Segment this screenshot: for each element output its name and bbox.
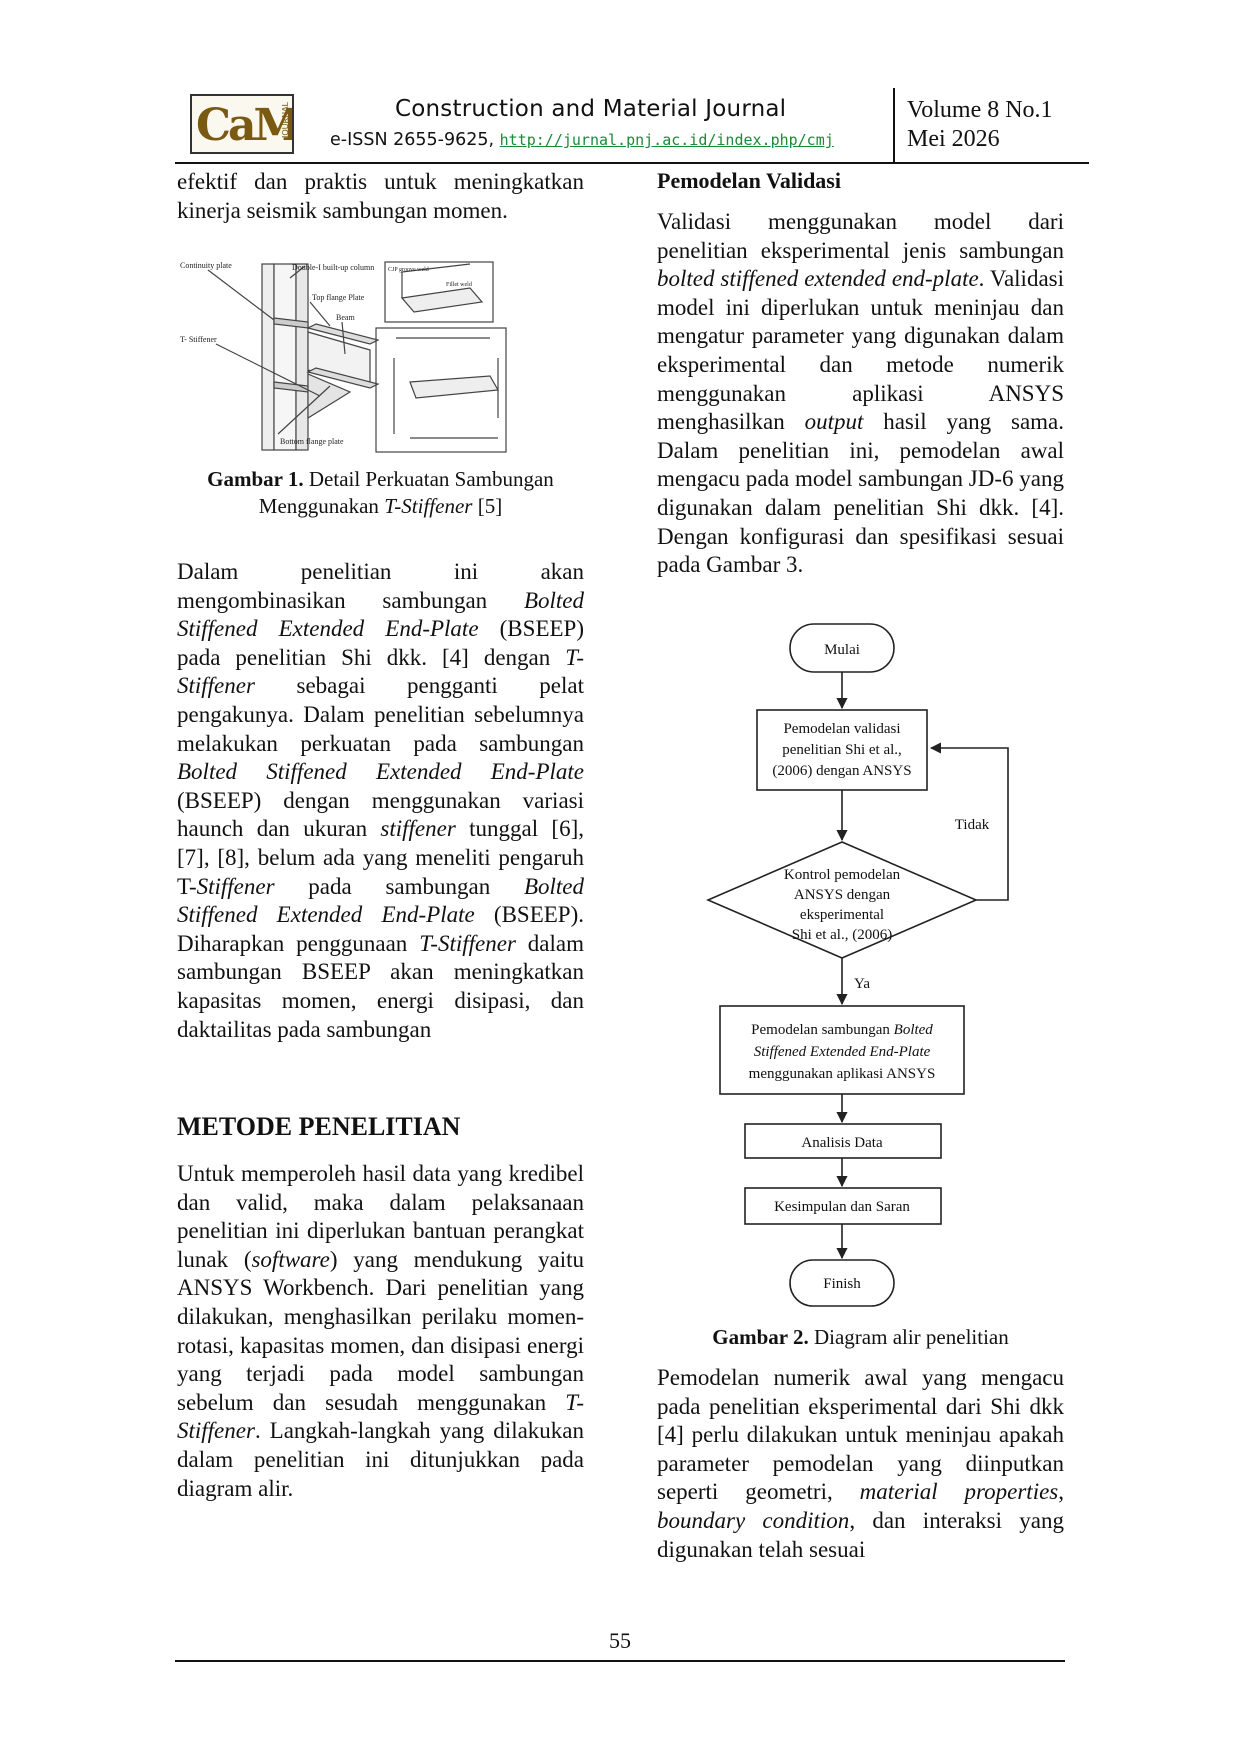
dimension-detail-box xyxy=(375,327,507,453)
fig1-label-cjp-groove: CJP groove weld xyxy=(388,267,429,273)
t-stiffener xyxy=(307,373,352,420)
fig1-label-beam: Beam xyxy=(336,313,355,322)
journal-title: Construction and Material Journal xyxy=(395,96,787,122)
column-flange-left xyxy=(261,263,275,451)
header-divider xyxy=(893,88,895,162)
flow-yes-label: Ya xyxy=(854,976,870,992)
body-paragraph-bseep: Dalam penelitian ini akan mengombinasika… xyxy=(177,559,584,1042)
flow-step2-line1: Pemodelan sambungan Bolted xyxy=(751,1022,933,1038)
flow-decision-line3: eksperimental xyxy=(800,907,884,923)
footer-rule xyxy=(175,1660,1065,1662)
fig1-label-fillet-weld: Fillet weld xyxy=(446,282,472,288)
volume-number: Volume 8 No.1 xyxy=(907,97,1053,123)
figure-1-connection-detail: Double-I built-up column Continuity plat… xyxy=(180,261,507,453)
fig1-label-top-flange: Top flange Plate xyxy=(312,293,365,302)
leader-line xyxy=(215,343,321,397)
flow-step-validation-model xyxy=(756,709,928,791)
body-paragraph-validasi: Validasi menggunakan model dari peneliti… xyxy=(657,209,1064,578)
fig1-label-t-stiffener: T- Stiffener xyxy=(180,335,217,344)
fig1-label-bottom-flange: Bottom flange plate xyxy=(280,437,344,446)
flow-end-terminal xyxy=(789,1259,895,1307)
continuity-plate xyxy=(273,317,309,329)
logo-text: CaM xyxy=(196,100,294,151)
body-paragraph-numerik: Pemodelan numerik awal yang mengacu pada… xyxy=(657,1365,1064,1562)
weld-detail-box xyxy=(384,261,494,323)
flow-step-conclusion xyxy=(744,1187,942,1225)
section-heading-metode: METODE PENELITIAN xyxy=(177,1112,461,1141)
flow-step1-line2: penelitian Shi et al., xyxy=(782,742,902,758)
flow-decision-line4: Shi et al., (2006) xyxy=(792,927,892,943)
flow-step3-label: Analisis Data xyxy=(801,1135,883,1151)
flow-decision-line1: Kontrol pemodelan xyxy=(784,867,901,883)
volume-info: Volume 8 No.1 Mei 2026 xyxy=(907,96,1053,154)
leader-line xyxy=(289,265,306,279)
figure-2-caption: Gambar 2. Diagram alir penelitian xyxy=(712,1325,1009,1349)
flow-decision-line2: ANSYS dengan xyxy=(794,887,891,903)
subsection-heading-validasi: Pemodelan Validasi xyxy=(657,168,841,193)
bottom-flange-plate xyxy=(306,367,380,389)
weld-plate-edge xyxy=(401,263,471,273)
flow-step2-line3: menggunakan aplikasi ANSYS xyxy=(749,1066,936,1082)
leader-line xyxy=(309,301,331,327)
journal-logo: CaM JOURNAL xyxy=(190,94,294,154)
fig1-label-continuity-plate: Continuity plate xyxy=(180,261,232,270)
intro-paragraph: efektif dan praktis untuk meningkatkan k… xyxy=(177,169,584,223)
leader-line xyxy=(341,321,346,355)
fig1-label-double-column: Double-I built-up column xyxy=(292,263,374,272)
issn-line: e-ISSN 2655-9625, http://jurnal.pnj.ac.i… xyxy=(330,130,834,150)
flow-end-label: Finish xyxy=(823,1276,861,1292)
flow-step2-line2: Stiffened Extended End-Plate xyxy=(754,1044,931,1060)
flow-step-data-analysis xyxy=(744,1123,942,1159)
flow-step1-line1: Pemodelan validasi xyxy=(783,721,900,737)
body-paragraph-metode: Untuk memperoleh hasil data yang kredibe… xyxy=(177,1161,584,1501)
page-number: 55 xyxy=(609,1628,631,1653)
weld-plate-shape xyxy=(400,287,484,313)
fig1-caption-label: Gambar 1. xyxy=(207,467,304,491)
flow-step-bseep-model xyxy=(719,1005,965,1095)
flow-step4-label: Kesimpulan dan Saran xyxy=(774,1199,910,1215)
logo-subtext: JOURNAL xyxy=(281,102,290,138)
figure-1-caption: Gambar 1. Detail Perkuatan Sambungan Men… xyxy=(207,467,554,518)
header-rule xyxy=(175,162,1089,164)
column-web xyxy=(273,263,297,451)
flow-step1-line3: (2006) dengan ANSYS xyxy=(772,763,911,779)
flow-arrow-no-loop xyxy=(929,742,1009,901)
flow-start-label: Mulai xyxy=(824,642,860,658)
dimension-plate-shape xyxy=(409,375,499,399)
leader-line xyxy=(277,385,331,435)
column-flange-right xyxy=(295,263,309,451)
fig2-caption-label: Gambar 2. xyxy=(712,1325,809,1349)
issn: e-ISSN 2655-9625, xyxy=(330,130,495,150)
leader-line xyxy=(207,269,275,321)
journal-url-link[interactable]: http://jurnal.pnj.ac.id/index.php/cmj xyxy=(499,131,834,149)
figure-2-flowchart: Mulai Pemodelan validasi penelitian Shi … xyxy=(705,623,1009,1307)
issue-date: Mei 2026 xyxy=(907,126,1000,152)
flow-no-label: Tidak xyxy=(955,817,990,833)
